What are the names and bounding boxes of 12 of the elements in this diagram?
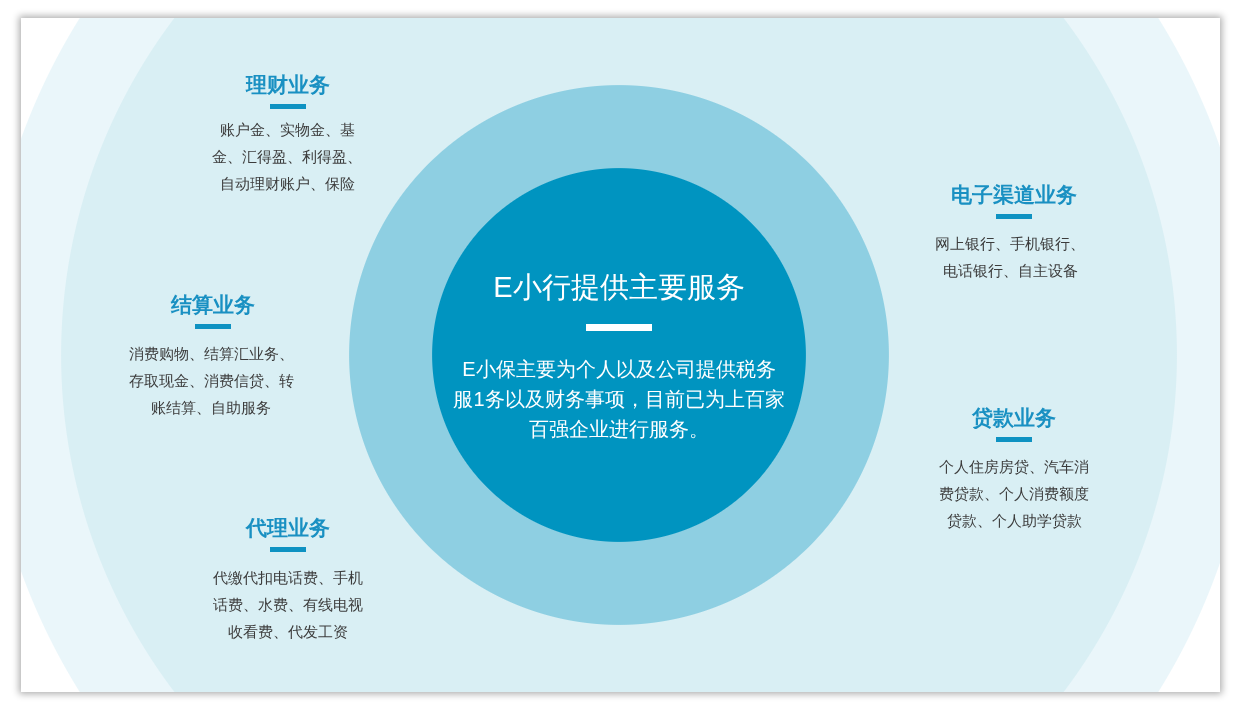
service-description: 网上银行、手机银行、电话银行、自主设备: [934, 234, 1086, 282]
service-heading: 电子渠道业务: [951, 182, 1077, 208]
circle-title: E小行提供主要服务: [492, 270, 746, 305]
circle-description: E小保主要为个人以及公司提供税务服1务以及财务事项，目前已为上百家百强企业进行服务。: [452, 357, 786, 442]
service-heading: 代理业务: [246, 515, 330, 541]
service-description: 代缴代扣电话费、手机话费、水费、有线电视收看费、代发工资: [212, 568, 364, 643]
service-heading: 贷款业务: [972, 405, 1056, 431]
service-description: 账户金、实物金、基金、汇得盈、利得盈、自动理财账户、保险: [211, 120, 363, 195]
service-heading: 理财业务: [246, 72, 330, 98]
service-description: 消费购物、结算汇业务、存取现金、消费信贷、转账结算、自助服务: [127, 344, 295, 419]
service-heading: 结算业务: [171, 292, 255, 318]
service-description: 个人住房房贷、汽车消费贷款、个人消费额度贷款、个人助学贷款: [938, 457, 1090, 532]
